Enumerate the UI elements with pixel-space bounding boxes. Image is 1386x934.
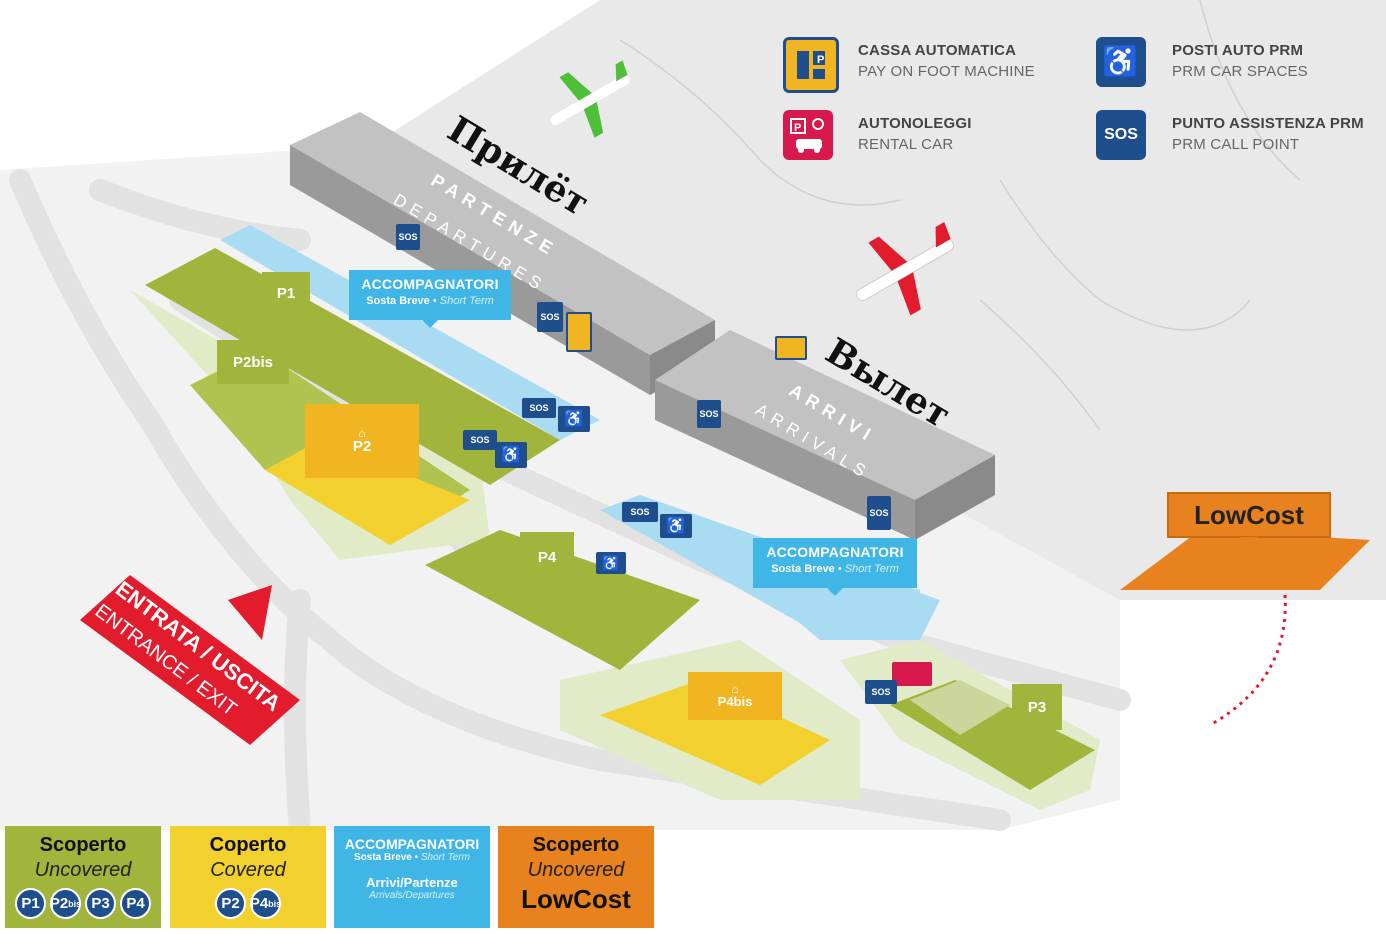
legend-lowcost-brand: LowCost [521, 884, 631, 914]
chip-p1: P1 [15, 888, 46, 919]
pay-on-foot-marker-icon [775, 336, 807, 360]
legend-acc-line4: Arrivals/Departures [369, 890, 455, 901]
wheelchair-marker-icon: ♿ [660, 514, 692, 538]
sos-marker: SOS [537, 302, 563, 332]
airplane-red-icon [856, 221, 954, 316]
svg-text:P: P [817, 54, 824, 66]
wheelchair-marker-icon: ♿ [596, 552, 626, 574]
chip-p3: P3 [85, 888, 116, 919]
chip-p4: P4 [120, 888, 151, 919]
parking-area-p1 [145, 248, 560, 485]
entrance-exit-sign [80, 575, 300, 745]
sos-marker: SOS [463, 430, 497, 450]
sos-marker: SOS [396, 224, 420, 250]
sos-marker: SOS [865, 680, 897, 704]
legend-uncovered-title: Scoperto [39, 834, 127, 856]
parking-area-p4 [425, 530, 700, 670]
accompagnatori-title: ACCOMPAGNATORI [361, 276, 499, 292]
legend-acc-line3: Arrivi/Partenze [366, 875, 458, 890]
svg-text:P: P [794, 122, 801, 134]
rental-car-subtitle: RENTAL CAR [858, 136, 954, 153]
rental-car-title: AUTONOLEGGI [858, 115, 972, 132]
accompagnatori-pin-upper[interactable]: ACCOMPAGNATORI Sosta Breve • Short Term [349, 270, 511, 328]
parking-area-p4bis [600, 680, 830, 785]
parking-pin-p4bis-label: P4bis [717, 693, 753, 709]
parking-pin-p3[interactable]: P3 [1012, 684, 1062, 730]
taxiway-lines [619, 0, 1301, 431]
legend-uncovered-subtitle: Uncovered [34, 859, 132, 881]
legend-lowcost-subtitle: Uncovered [527, 859, 625, 881]
legend-covered-subtitle: Covered [210, 859, 286, 881]
short-term-lane-upper [220, 225, 600, 440]
lowcost-route [1209, 594, 1287, 727]
pay-on-foot-title: CASSA AUTOMATICA [858, 42, 1017, 59]
parking-pin-p4bis[interactable]: ⌂ P4bis [688, 672, 782, 720]
parking-area-p3-structure [910, 680, 1010, 735]
prm-call-title: PUNTO ASSISTENZA PRM [1172, 115, 1364, 132]
sos-marker: SOS [867, 496, 891, 530]
prm-call-subtitle: PRM CALL POINT [1172, 136, 1300, 153]
parking-pin-p2bis[interactable]: P2bis [217, 340, 289, 384]
parking-pin-p1[interactable]: P1 [262, 272, 310, 314]
accompagnatori-title: ACCOMPAGNATORI [766, 544, 904, 560]
sos-marker: SOS [522, 398, 556, 418]
parking-pin-p2[interactable]: ⌂ P2 [305, 404, 419, 478]
legend-acc-title: ACCOMPAGNATORI [344, 836, 480, 852]
legend-covered-title: Coperto [209, 834, 287, 856]
wheelchair-marker-icon: ♿ [558, 406, 590, 432]
legend-accompagnatori: ACCOMPAGNATORI Sosta Breve • Short Term … [334, 826, 490, 928]
parking-pin-p2-label: P2 [352, 437, 372, 455]
wheelchair-icon: ♿ [1096, 37, 1146, 87]
covered-roof-icon: ⌂ [731, 681, 739, 696]
legend-acc-subtitle: Sosta Breve • Short Term [354, 852, 470, 863]
accompagnatori-subtitle: Sosta Breve • Short Term [771, 563, 899, 575]
legend-box-accompagnatori [334, 826, 490, 928]
pay-on-foot-icon: P [783, 37, 839, 93]
covered-roof-icon: ⌂ [358, 425, 366, 440]
parking-pin-p4[interactable]: P4 [520, 532, 574, 582]
rental-car-marker-icon [892, 662, 932, 686]
sos-marker: SOS [697, 400, 721, 428]
legend-box-covered [170, 826, 326, 928]
wheelchair-marker-icon: ♿ [495, 442, 527, 468]
sos-marker: SOS [622, 502, 658, 522]
pay-on-foot-marker-icon [566, 312, 592, 352]
rental-car-icon: P [783, 110, 833, 160]
sos-icon: SOS [1096, 110, 1146, 160]
pay-on-foot-subtitle: PAY ON FOOT MACHINE [858, 63, 1035, 80]
legend-box-lowcost [498, 826, 654, 928]
parking-area-lowcost [1120, 530, 1370, 590]
airplane-green-icon [550, 60, 630, 138]
prm-spaces-subtitle: PRM CAR SPACES [1172, 63, 1308, 80]
accompagnatori-subtitle: Sosta Breve • Short Term [366, 295, 494, 307]
prm-spaces-title: POSTI AUTO PRM [1172, 42, 1304, 59]
parking-pin-lowcost[interactable]: LowCost [1167, 492, 1331, 546]
legend-lowcost-title: Scoperto [532, 834, 620, 856]
legend-lowcost: Scoperto Uncovered LowCost [498, 826, 654, 928]
accompagnatori-pin-lower[interactable]: ACCOMPAGNATORI Sosta Breve • Short Term [753, 538, 917, 596]
chip-p2: P2 [215, 888, 246, 919]
